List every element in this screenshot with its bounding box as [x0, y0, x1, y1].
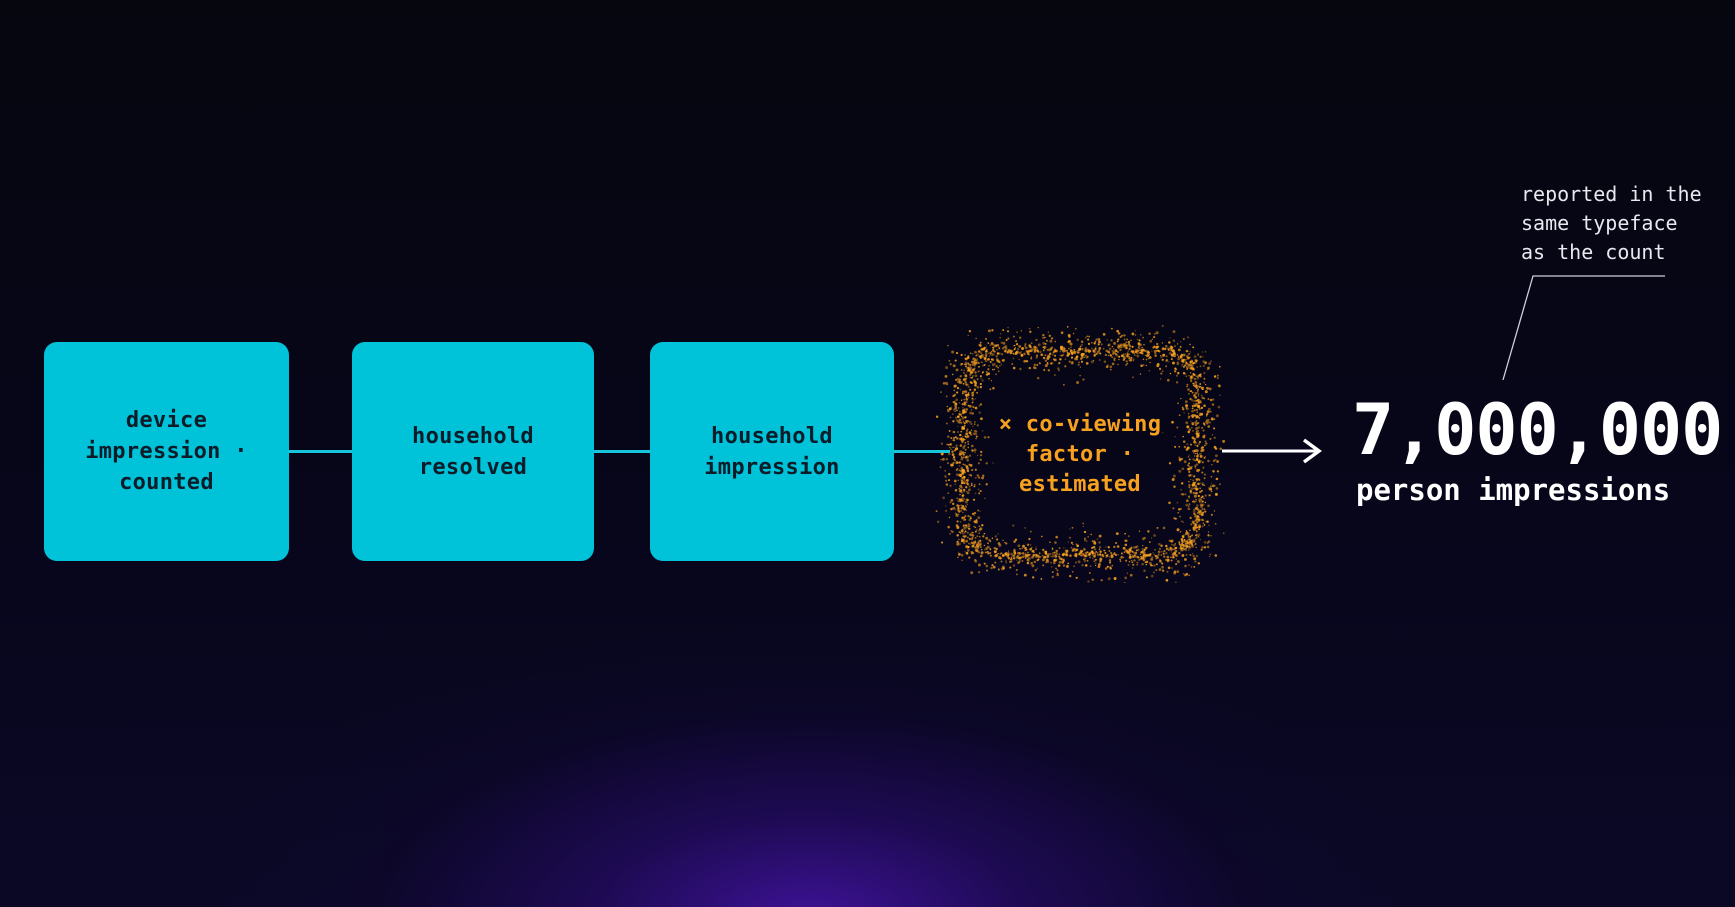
result-count: 7,000,000: [1352, 389, 1723, 471]
stage-label: device impression · counted: [85, 408, 248, 495]
connector-2: [592, 450, 652, 453]
connector-1: [288, 450, 353, 453]
connector-3: [892, 450, 950, 453]
estimated-stage-noise: [935, 324, 1225, 583]
stage-household-resolved: household resolved: [352, 342, 594, 561]
stage-household-impression: household impression: [650, 342, 894, 561]
estimate-stage-label: × co-viewing factor · estimated: [998, 412, 1162, 497]
annotation-text: reported in the same typeface as the cou…: [1521, 182, 1702, 264]
result-unit: person impressions: [1356, 473, 1671, 507]
stage-label: household resolved: [412, 423, 534, 480]
stage-label: household impression: [704, 423, 840, 480]
annotation-leader-line: [1502, 275, 1665, 381]
right-arrow-icon: [1222, 438, 1322, 464]
stage-device-impression: device impression · counted: [44, 342, 289, 561]
